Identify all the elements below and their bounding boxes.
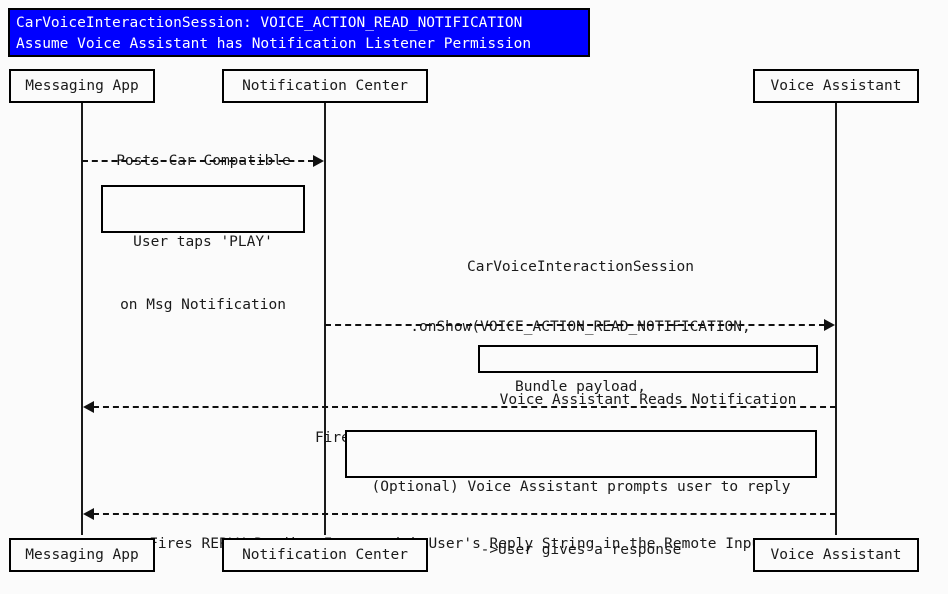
message-arrow-on-show-voice-action-read-notification (325, 324, 825, 326)
message-label-line: Fires REPLY Pending Intent with User's R… (149, 536, 769, 552)
message-label-line: Bundle payload, (515, 379, 646, 395)
participant-top-voice-assistant[interactable]: Voice Assistant (753, 69, 919, 103)
note-line: on Msg Notification (120, 297, 286, 313)
participant-label: Voice Assistant (770, 78, 902, 94)
participant-label: Voice Assistant (770, 547, 902, 563)
arrowhead-right-posts-car-compatible-notification (313, 155, 324, 167)
participant-label: Messaging App (25, 78, 139, 94)
arrowhead-left-fires-mark-as-read-pending-intent (83, 401, 94, 413)
participant-top-messaging-app[interactable]: Messaging App (9, 69, 155, 103)
message-label-line: CarVoiceInteractionSession (467, 259, 694, 275)
message-arrow-fires-mark-as-read-pending-intent (93, 406, 836, 408)
note-user-taps-play: User taps 'PLAY' on Msg Notification (101, 185, 305, 313)
participant-bottom-notification-center[interactable]: Notification Center (222, 538, 428, 572)
arrowhead-right-on-show-voice-action-read-notification (824, 319, 835, 331)
participant-top-notification-center[interactable]: Notification Center (222, 69, 428, 103)
arrowhead-left-fires-reply-pending-intent (83, 508, 94, 520)
message-arrow-posts-car-compatible-notification (82, 160, 314, 162)
note-optional-voice-assistant-prompts-user: (Optional) Voice Assistant prompts user … (345, 430, 817, 558)
participant-label: Notification Center (242, 78, 408, 94)
note-voice-assistant-reads-notification: Voice Assistant Reads Notification (478, 345, 818, 408)
participant-label: Messaging App (25, 547, 139, 563)
message-arrow-fires-reply-pending-intent (93, 513, 836, 515)
diagram-title-line-1: CarVoiceInteractionSession: VOICE_ACTION… (16, 15, 523, 31)
note-line: Voice Assistant Reads Notification (499, 392, 797, 408)
lifeline-voice-assistant (835, 103, 837, 535)
lifeline-notification-center (324, 103, 326, 535)
message-label-line: .onShow(VOICE_ACTION_READ_NOTIFICATION, (410, 319, 751, 335)
diagram-title-banner: CarVoiceInteractionSession: VOICE_ACTION… (8, 8, 590, 57)
note-line: User taps 'PLAY' (133, 234, 273, 250)
participant-bottom-messaging-app[interactable]: Messaging App (9, 538, 155, 572)
note-line: (Optional) Voice Assistant prompts user … (371, 479, 791, 495)
lifeline-messaging-app (81, 103, 83, 535)
participant-label: Notification Center (242, 547, 408, 563)
message-label-fires-reply-pending-intent: Fires REPLY Pending Intent with User's R… (82, 494, 836, 594)
note-line: ->User gives a response (480, 542, 682, 558)
diagram-title-line-2: Assume Voice Assistant has Notification … (16, 36, 532, 52)
participant-bottom-voice-assistant[interactable]: Voice Assistant (753, 538, 919, 572)
